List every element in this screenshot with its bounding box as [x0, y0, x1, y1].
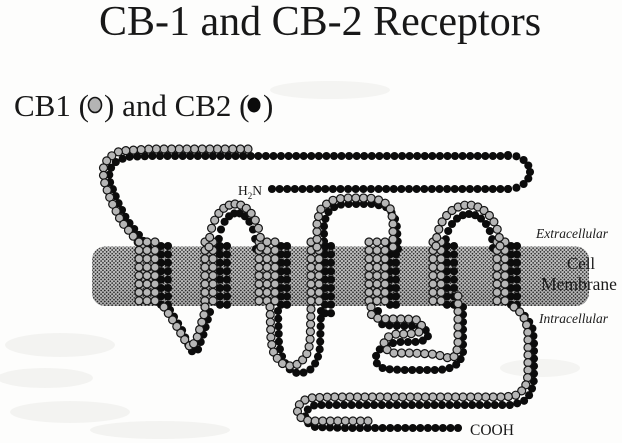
svg-text:Membrane: Membrane	[541, 274, 617, 294]
svg-text:CB-1 and CB-2 Receptors: CB-1 and CB-2 Receptors	[99, 0, 541, 45]
svg-text:COOH: COOH	[470, 422, 514, 439]
svg-text:Intracellular: Intracellular	[538, 311, 609, 326]
svg-text:) and CB2 (: ) and CB2 (	[104, 88, 250, 123]
svg-text:H2N: H2N	[238, 183, 262, 201]
svg-text:CB1 (: CB1 (	[14, 88, 89, 123]
svg-text:): )	[263, 88, 273, 123]
svg-text:Extracellular: Extracellular	[535, 226, 609, 241]
svg-text:Cell: Cell	[567, 254, 596, 273]
